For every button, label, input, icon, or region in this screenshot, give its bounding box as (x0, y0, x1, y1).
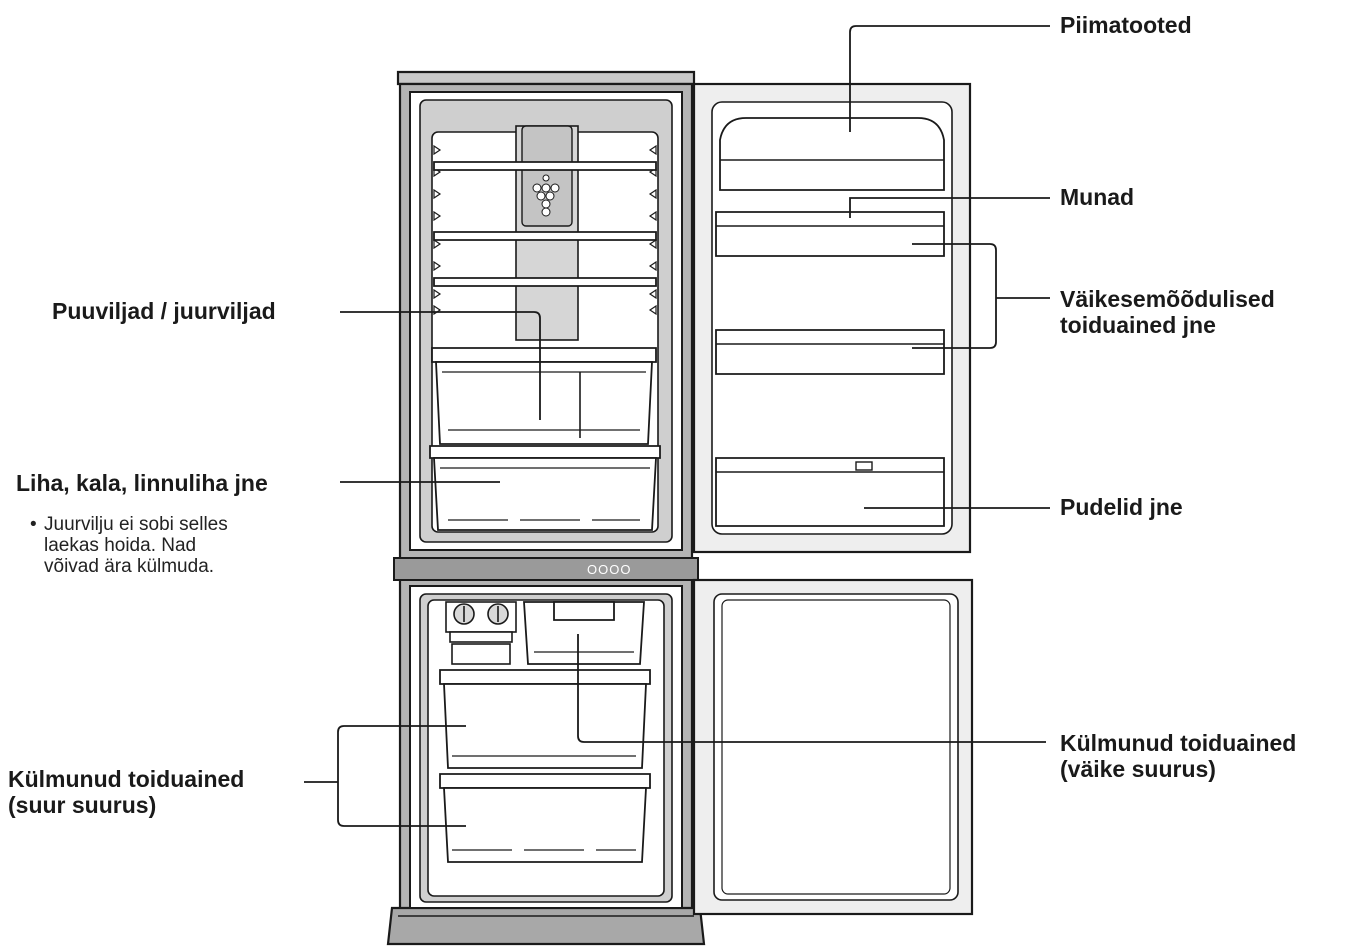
label-dairy-text: Piimatooted (1060, 12, 1192, 38)
note-line2: laekas hoida. Nad (44, 535, 197, 556)
label-meat-fish: Liha, kala, linnuliha jne (16, 470, 268, 496)
leader-dairy (849, 25, 1050, 132)
leader-small-bracket (912, 243, 997, 349)
fridge-compartment (409, 91, 683, 551)
leader-fruit-veg (340, 311, 541, 420)
note-bullet: • (30, 514, 37, 535)
label-small-food-line1: Väikesemõõdulised (1060, 286, 1275, 312)
vegetable-drawer (431, 347, 657, 445)
label-fruit-veg-text: Puuviljad / juurviljad (52, 298, 276, 324)
note-line3: võivad ära külmuda. (44, 556, 215, 577)
leader-eggs (849, 197, 1050, 218)
freezer-compartment (409, 585, 683, 909)
label-frozen-small: Külmunud toiduained (väike suurus) (1060, 730, 1296, 782)
ice-maker (445, 601, 517, 665)
fridge-door (692, 82, 972, 554)
freezer-drawer-lower (439, 773, 651, 863)
door-pocket-small (715, 329, 945, 375)
note-line1: Juurvilju ei sobi selles (44, 514, 228, 535)
leader-frozen-small (577, 634, 1046, 743)
label-meat-fish-text: Liha, kala, linnuliha jne (16, 470, 268, 496)
ion-icon (532, 174, 560, 217)
door-pocket-bottles (715, 457, 945, 527)
freezer-drawer-upper (439, 669, 651, 769)
label-eggs-text: Munad (1060, 184, 1135, 210)
note-vegetables: • Juurvilju ei sobi selles laekas hoida.… (30, 514, 228, 577)
label-frozen-large: Külmunud toiduained (suur suurus) (8, 766, 244, 818)
door-pocket-eggs (715, 211, 945, 257)
chilled-drawer (429, 445, 661, 531)
glass-shelves (433, 161, 657, 287)
small-freezer-box (523, 601, 645, 665)
label-small-food-line2: toiduained jne (1060, 312, 1216, 338)
freezer-door (692, 578, 974, 916)
label-small-food: Väikesemõõdulised toiduained jne (1060, 286, 1275, 338)
control-panel: OOOO (393, 557, 699, 581)
door-pocket-dairy (719, 117, 945, 191)
label-bottles: Pudelid jne (1060, 494, 1183, 520)
label-bottles-text: Pudelid jne (1060, 494, 1183, 520)
label-fruit-veg: Puuviljad / juurviljad (52, 298, 276, 324)
label-dairy: Piimatooted (1060, 12, 1192, 38)
label-eggs: Munad (1060, 184, 1134, 210)
label-frozen-large-line1: Külmunud toiduained (8, 766, 245, 792)
label-frozen-small-line2: (väike suurus) (1060, 756, 1216, 782)
top-cap (396, 70, 696, 86)
label-frozen-small-line1: Külmunud toiduained (1060, 730, 1297, 756)
shelf-rails (433, 144, 657, 316)
label-frozen-large-line2: (suur suurus) (8, 792, 157, 818)
leader-frozen-large-bracket (337, 725, 466, 827)
cabinet-base (386, 906, 706, 946)
panel-buttons: OOOO (587, 562, 631, 577)
leader-lines (304, 25, 1050, 827)
